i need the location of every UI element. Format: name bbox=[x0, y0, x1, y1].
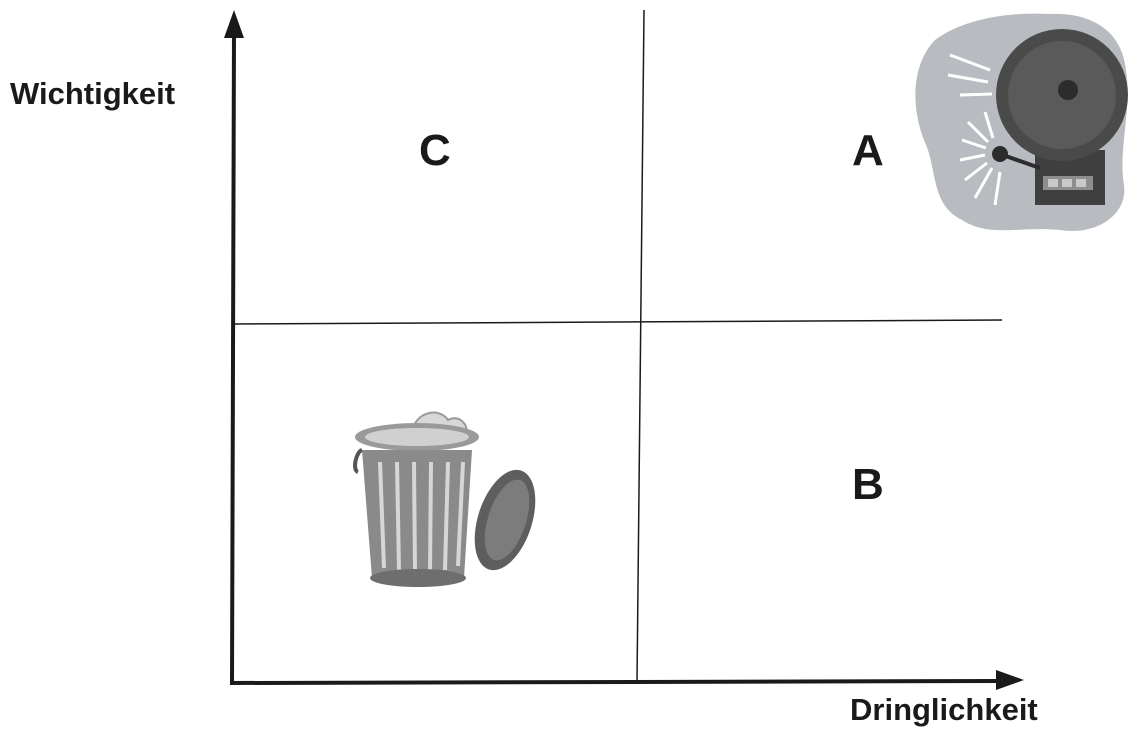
alarm-bell-icon bbox=[915, 13, 1128, 231]
quadrant-label-b: B bbox=[852, 460, 884, 509]
quadrant-label-a: A bbox=[852, 126, 884, 175]
x-axis-arrowhead bbox=[996, 670, 1024, 690]
trash-can-icon bbox=[353, 411, 536, 587]
y-axis bbox=[230, 29, 236, 685]
horizontal-divider bbox=[233, 319, 1003, 325]
x-axis-label: Dringlichkeit bbox=[850, 692, 1038, 727]
y-axis-label: Wichtigkeit bbox=[10, 76, 176, 111]
quadrant-label-c: C bbox=[419, 126, 451, 175]
x-axis bbox=[229, 679, 1001, 685]
y-axis-arrowhead bbox=[224, 10, 244, 38]
vertical-divider bbox=[636, 9, 645, 683]
